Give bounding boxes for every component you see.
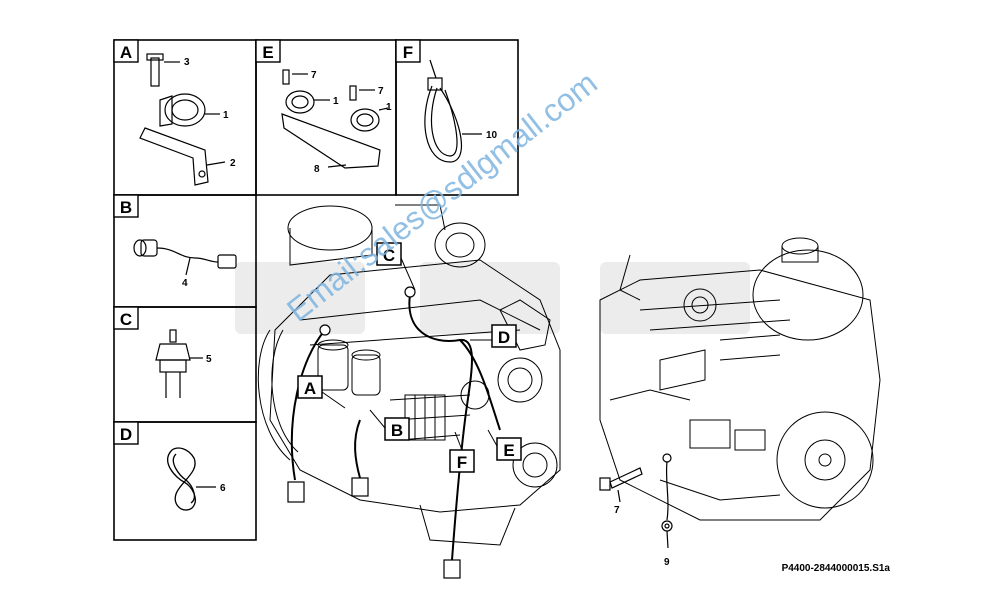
engine-connectors bbox=[287, 286, 461, 579]
engine-callout-a: A bbox=[304, 379, 316, 398]
panel-letter-boxes bbox=[113, 39, 421, 445]
right-part-9: 9 bbox=[664, 557, 670, 568]
panel-f-letter: F bbox=[403, 43, 413, 62]
ghost-logo bbox=[235, 262, 750, 334]
panel-frames bbox=[113, 39, 519, 541]
engine-callout-boxes bbox=[297, 242, 522, 473]
panel-e-part-7a: 7 bbox=[311, 70, 317, 81]
engine-callout-f: F bbox=[457, 453, 467, 472]
panel-d-part-6: 6 bbox=[220, 483, 226, 494]
panel-e-part-8: 8 bbox=[314, 164, 320, 175]
panel-a-part-3: 3 bbox=[184, 57, 190, 68]
bolt-and-ground-strap bbox=[599, 453, 673, 549]
panel-f-part-10: 10 bbox=[486, 130, 498, 141]
engine-callout-e: E bbox=[503, 441, 514, 460]
panel-c-drawing bbox=[155, 329, 203, 398]
panel-d-letter: D bbox=[120, 425, 132, 444]
right-part-7: 7 bbox=[614, 505, 620, 516]
panel-b-drawing bbox=[133, 239, 237, 276]
panel-b-part-4: 4 bbox=[182, 278, 188, 289]
panel-b-letter: B bbox=[120, 198, 132, 217]
engine-callout-d: D bbox=[498, 328, 510, 347]
panel-e-part-1a: 1 bbox=[333, 96, 339, 107]
panel-e-letter: E bbox=[262, 43, 273, 62]
panel-a-drawing bbox=[139, 53, 226, 186]
panel-d-drawing bbox=[167, 447, 216, 511]
panel-c-part-5: 5 bbox=[206, 354, 212, 365]
panel-e-part-7b: 7 bbox=[378, 86, 384, 97]
panel-e-part-1b: 1 bbox=[386, 102, 392, 113]
engine-harness bbox=[290, 294, 501, 561]
panel-a-part-1: 1 bbox=[223, 110, 229, 121]
engine-right-drawing bbox=[599, 237, 881, 521]
panel-e-drawing bbox=[281, 69, 389, 169]
engine-callout-b: B bbox=[391, 421, 403, 440]
engine-callout-c: C bbox=[383, 246, 395, 265]
panel-c-letter: C bbox=[120, 310, 132, 329]
drawing-reference: P4400-2844000015.S1a bbox=[781, 563, 890, 574]
panel-f-drawing bbox=[424, 59, 482, 163]
panel-a-letter: A bbox=[120, 43, 132, 62]
panel-a-part-2: 2 bbox=[230, 158, 236, 169]
engine-callout-leaders bbox=[321, 257, 498, 451]
